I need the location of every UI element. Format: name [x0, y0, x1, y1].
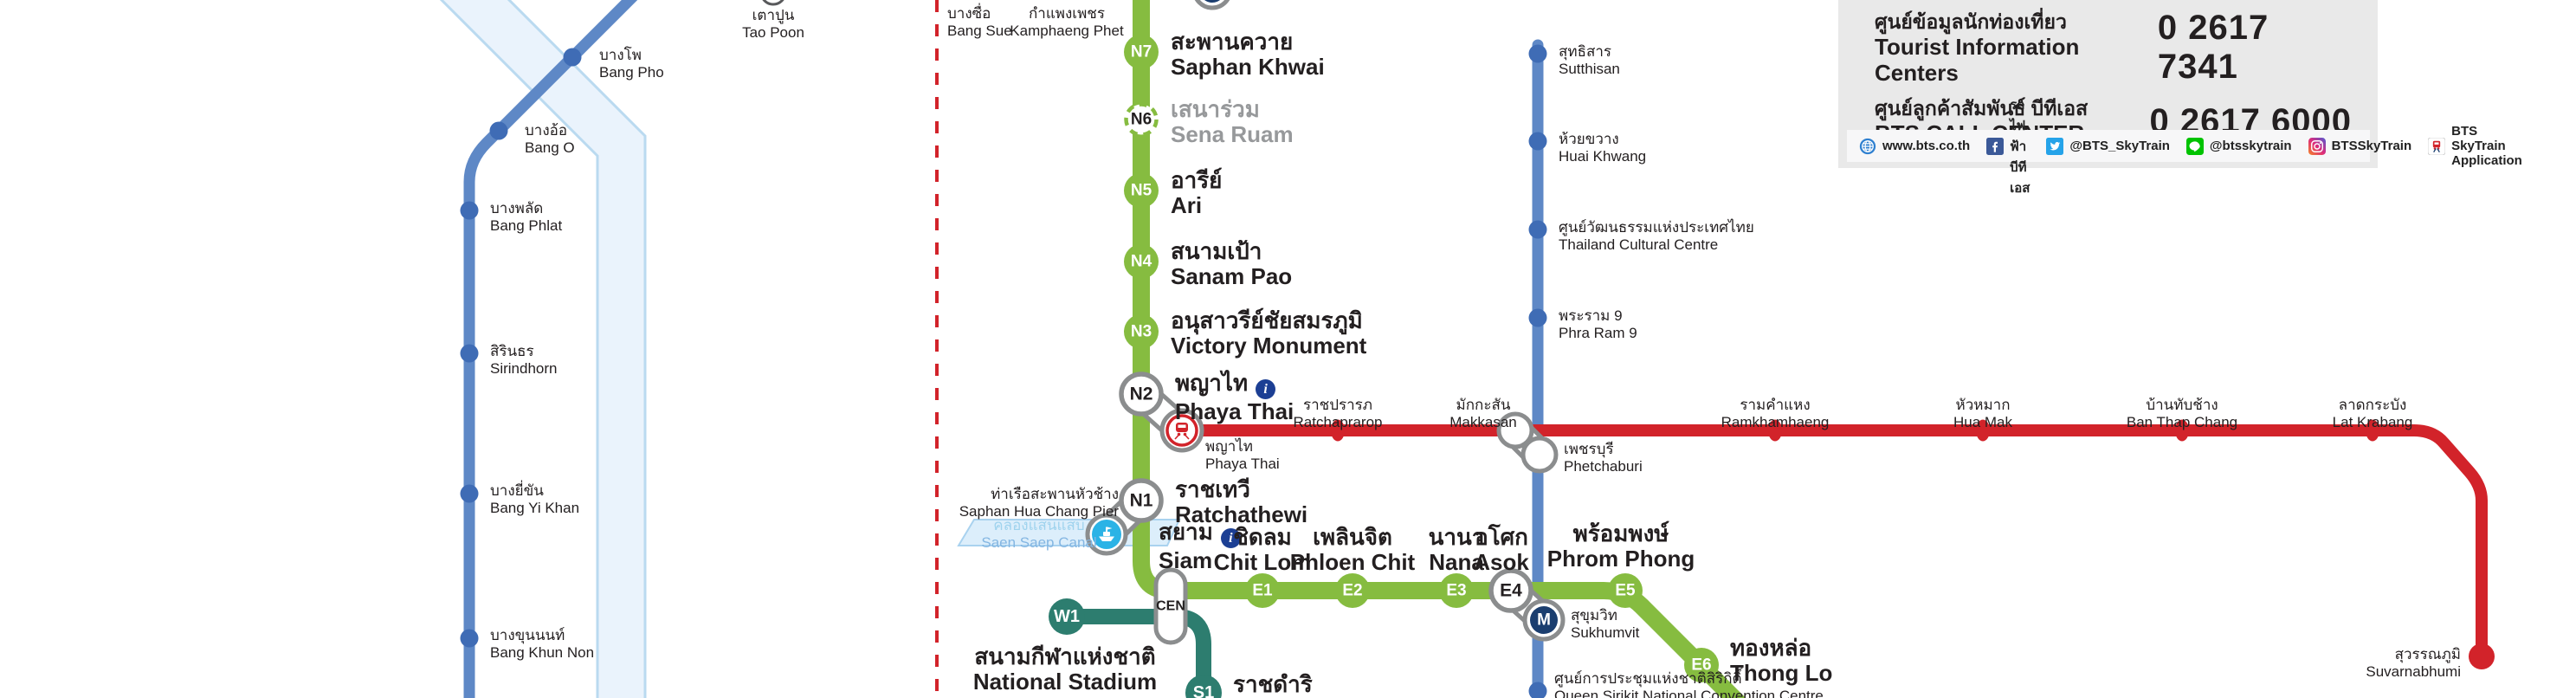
svg-text:E1: E1: [1252, 582, 1273, 600]
twitter-icon: [2046, 137, 2064, 155]
station-n1[interactable]: N1: [1119, 478, 1164, 523]
svg-text:N6: N6: [1131, 111, 1152, 129]
station-n5[interactable]: N5: [1124, 173, 1159, 208]
station-n7[interactable]: N7: [1124, 35, 1159, 69]
line-icon: [2185, 137, 2204, 155]
svg-text:E2: E2: [1342, 582, 1362, 600]
tourist-info-phone: 0 2617 7341: [2157, 9, 2269, 86]
svg-text:E4: E4: [1500, 581, 1522, 601]
bts-app-link[interactable]: BTS SkyTrain Application: [2428, 124, 2522, 168]
mrt-blue-line-west: [463, 0, 638, 698]
station-n6[interactable]: N6: [1124, 102, 1159, 137]
tourist-info-thai: ศูนย์ข้อมูลนักท่องเที่ยว: [1875, 10, 2067, 33]
svg-text:M: M: [1537, 611, 1551, 630]
bts-app-icon: [2428, 137, 2446, 155]
station-sirindhorn[interactable]: [460, 344, 479, 363]
station-thailand-cultural-centre[interactable]: [1528, 220, 1547, 239]
twitter-link[interactable]: @BTS_SkyTrain: [2046, 137, 2170, 155]
station-ratchaprarop[interactable]: [1331, 419, 1345, 442]
station-bang-yi-khan[interactable]: [460, 484, 479, 503]
station-n4[interactable]: N4: [1124, 244, 1159, 279]
station-queen-sirikit[interactable]: [1528, 682, 1547, 698]
tourist-info-en: Tourist Information Centers: [1875, 33, 2080, 86]
station-e5[interactable]: E5: [1608, 573, 1643, 608]
station-bang-phlat[interactable]: [460, 201, 479, 220]
facebook-icon: [1986, 137, 2005, 155]
svg-text:E5: E5: [1615, 582, 1636, 600]
svg-text:E3: E3: [1446, 582, 1466, 600]
station-w1[interactable]: W1: [1049, 598, 1085, 635]
call-center-thai: ศูนย์ลูกค้าสัมพันธ์ บีทีเอส: [1875, 97, 2089, 120]
line-link[interactable]: @btsskytrain: [2185, 137, 2292, 155]
station-e4[interactable]: E4: [1488, 568, 1533, 613]
globe-icon: [1859, 138, 1876, 154]
station-bang-o[interactable]: [489, 121, 508, 140]
svg-text:N1: N1: [1130, 491, 1153, 511]
station-e2[interactable]: E2: [1335, 573, 1370, 608]
svg-text:S1: S1: [1193, 683, 1214, 698]
website-link[interactable]: www.bts.co.th: [1859, 138, 1970, 155]
station-chatuchak-cut[interactable]: [1194, 0, 1230, 10]
svg-text:CEN: CEN: [1156, 599, 1185, 614]
station-suvarnabhumi[interactable]: [2469, 643, 2495, 669]
svg-text:N3: N3: [1131, 323, 1152, 341]
svg-text:N4: N4: [1131, 253, 1152, 271]
station-pier-saphan-hua-chang[interactable]: [1085, 513, 1128, 556]
station-e3[interactable]: E3: [1439, 573, 1474, 608]
station-cen[interactable]: CEN: [1153, 567, 1188, 645]
station-ban-thap-chang[interactable]: [2175, 419, 2189, 442]
station-bang-pho[interactable]: [563, 48, 582, 67]
instagram-link[interactable]: BTSSkyTrain: [2308, 137, 2411, 155]
station-phra-ram-9[interactable]: [1528, 308, 1547, 327]
svg-text:W1: W1: [1054, 607, 1080, 626]
station-huai-khwang[interactable]: [1528, 132, 1547, 151]
social-bar: www.bts.co.th รถไฟฟ้าบีทีเอส @BTS_SkyTra…: [1847, 98, 2522, 196]
station-makkasan[interactable]: [1496, 411, 1534, 449]
contact-panel: ศูนย์ข้อมูลนักท่องเที่ยว Tourist Informa…: [1838, 0, 2522, 196]
station-arl-phaya-thai[interactable]: [1159, 408, 1204, 453]
station-mrt-sukhumvit[interactable]: M: [1522, 598, 1566, 642]
station-n3[interactable]: N3: [1124, 314, 1159, 349]
station-lat-krabang[interactable]: [2366, 419, 2379, 442]
instagram-icon: [2308, 137, 2326, 155]
tourist-info-row: ศูนย์ข้อมูลนักท่องเที่ยว Tourist Informa…: [1875, 9, 2352, 87]
svg-text:N7: N7: [1131, 43, 1152, 61]
facebook-link[interactable]: รถไฟฟ้าบีทีเอส: [1986, 94, 2030, 198]
station-s1[interactable]: S1: [1185, 675, 1222, 698]
airport-rail-link-red-line: [1176, 424, 2488, 662]
svg-text:N5: N5: [1131, 182, 1152, 200]
svg-text:N2: N2: [1130, 385, 1153, 404]
station-ramkhamhaeng[interactable]: [1768, 419, 1782, 442]
station-sutthisan[interactable]: [1528, 44, 1547, 63]
river-band: [439, 0, 647, 698]
station-n2[interactable]: N2: [1119, 372, 1164, 417]
station-tao-poon-cut[interactable]: [761, 0, 785, 6]
station-e1[interactable]: E1: [1245, 573, 1280, 608]
station-bang-khun-non[interactable]: [460, 629, 479, 648]
station-hua-mak[interactable]: [1976, 419, 1990, 442]
svg-text:E6: E6: [1691, 656, 1711, 675]
station-phetchaburi[interactable]: [1520, 436, 1559, 474]
station-e6[interactable]: E6: [1684, 648, 1719, 682]
